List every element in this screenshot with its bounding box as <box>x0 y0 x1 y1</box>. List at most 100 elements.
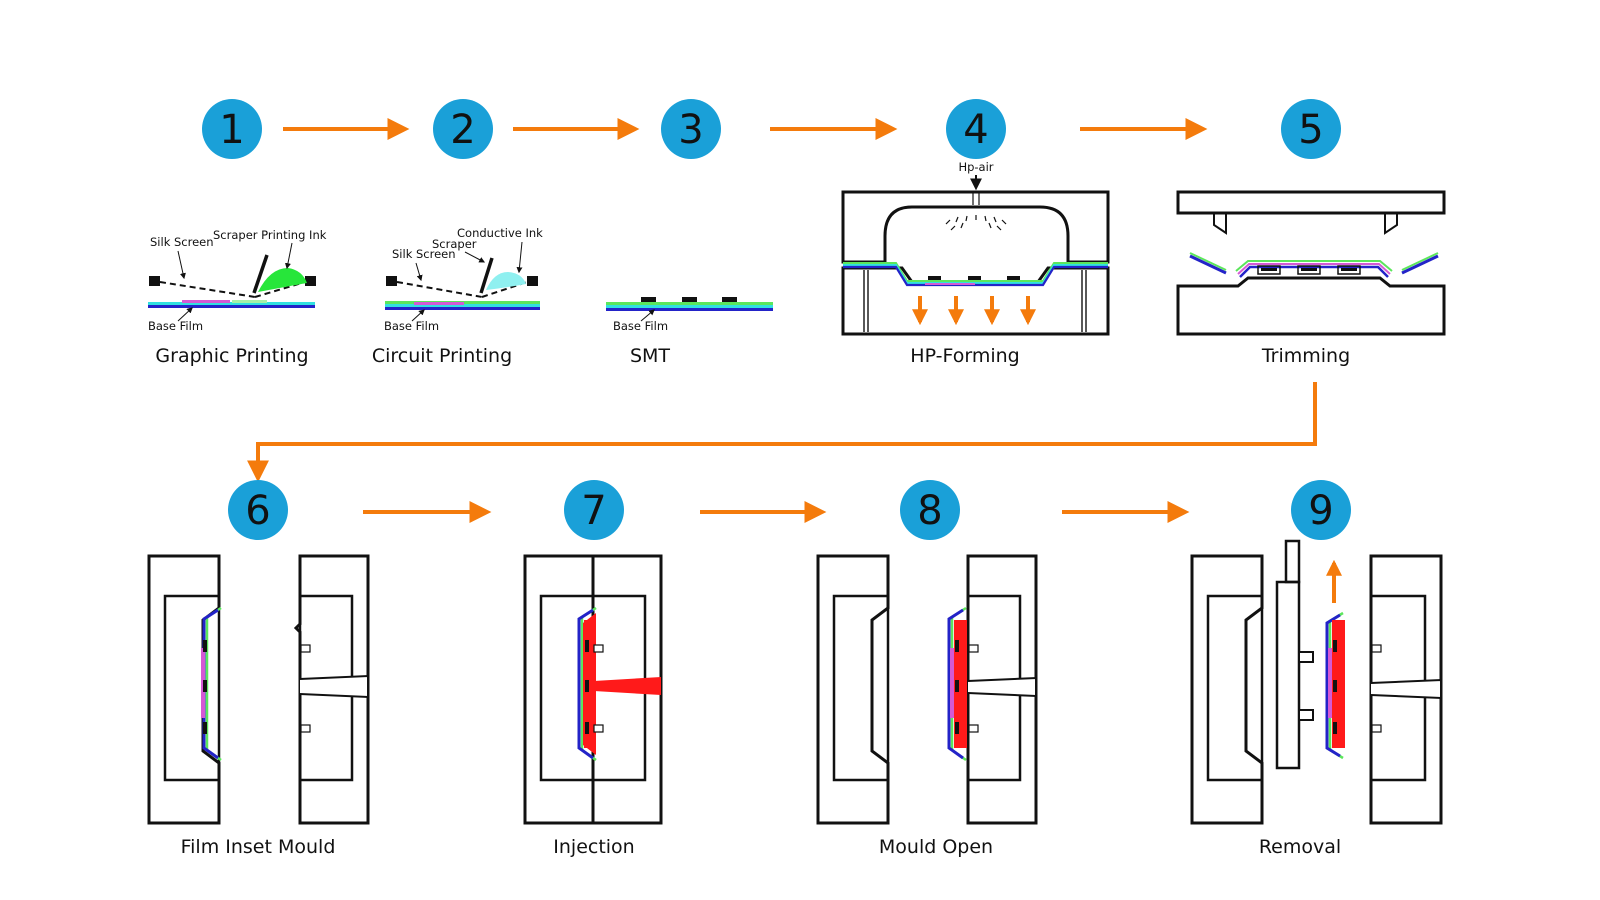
robot-arm-rail <box>1284 539 1301 584</box>
trim-blade-right <box>1384 213 1398 235</box>
smt-component <box>682 297 697 302</box>
step-9-caption: Removal <box>1259 836 1341 858</box>
lower-die <box>1176 276 1446 336</box>
ejector-pin <box>968 644 979 653</box>
smt-component <box>203 640 207 652</box>
step-8-badge: 8 <box>900 480 960 540</box>
leader-silk-screen <box>415 262 423 282</box>
scraper-blade <box>479 257 494 294</box>
printing-ink-blob <box>258 268 307 292</box>
step-7-illustration: Injection <box>523 554 663 858</box>
step-6-badge: 6 <box>228 480 288 540</box>
leader-scraper <box>464 251 486 263</box>
step-6-circle <box>228 480 288 540</box>
step-circles: 1 2 3 4 5 6 7 8 9 <box>202 99 1351 540</box>
gripper-suction <box>1298 651 1314 663</box>
moulded-graphic-ink <box>950 648 954 718</box>
step-5-caption: Trimming <box>1261 345 1350 367</box>
silk-screen-line-right <box>481 281 528 298</box>
smt-component <box>641 297 656 302</box>
leader-printing-ink <box>284 242 293 270</box>
ejector-pin <box>1371 644 1382 653</box>
step-7-number: 7 <box>581 488 606 534</box>
step-1-badge: 1 <box>202 99 262 159</box>
step-5-circle <box>1281 99 1341 159</box>
ejector-pin <box>1371 724 1382 733</box>
smt-component <box>968 276 981 280</box>
base-film-layers <box>385 301 540 310</box>
arrow-5-to-6 <box>247 382 1317 483</box>
smt-component <box>203 722 207 734</box>
ejector-pin <box>593 644 604 653</box>
smt-component <box>585 722 589 734</box>
screen-frame-left <box>386 276 397 286</box>
label-silk-screen: Silk Screen <box>392 247 456 261</box>
label-base-film: Base Film <box>384 319 439 333</box>
leader-base-film <box>640 309 655 322</box>
mould-half-fixed <box>147 554 221 825</box>
upper-press-plate <box>1176 190 1446 215</box>
step-1-caption: Graphic Printing <box>155 345 308 367</box>
step-5-badge: 5 <box>1281 99 1341 159</box>
step-9-badge: 9 <box>1291 480 1351 540</box>
trimmed-part <box>1237 263 1391 275</box>
label-silk-screen: Silk Screen <box>150 235 214 249</box>
trim-blade-left <box>1213 213 1227 235</box>
trimmed-scrap-left <box>1189 252 1227 275</box>
step-1-circle <box>202 99 262 159</box>
step-9-illustration: Removal <box>1190 539 1443 858</box>
upper-mold <box>841 190 1110 264</box>
step-4-badge: 4 <box>946 99 1006 159</box>
moulded-part <box>947 608 964 760</box>
step-6-number: 6 <box>245 488 270 534</box>
step-3-number: 3 <box>678 107 703 153</box>
smt-component <box>585 680 589 692</box>
cavity-outline <box>163 594 221 782</box>
sprue <box>967 676 1037 698</box>
smt-component <box>1007 276 1020 280</box>
mould-half-fixed <box>1190 554 1264 825</box>
screen-frame-right <box>305 276 316 286</box>
trimmed-part <box>1239 265 1389 278</box>
step-1-number: 1 <box>219 107 244 153</box>
smt-component <box>1333 722 1337 734</box>
step-9-number: 9 <box>1308 488 1333 534</box>
step-4-caption: HP-Forming <box>910 345 1019 367</box>
step-5-illustration: Trimming <box>1176 190 1446 367</box>
step-6-illustration: Film Inset Mould <box>147 554 370 858</box>
smt-component <box>1333 640 1337 652</box>
step-3-caption: SMT <box>630 345 670 367</box>
smt-component <box>722 297 737 302</box>
step-3-badge: 3 <box>661 99 721 159</box>
resin-flow-sprue <box>594 677 661 695</box>
label-conductive-ink: Conductive Ink <box>457 226 543 240</box>
step-7-badge: 7 <box>564 480 624 540</box>
removed-part <box>1325 613 1341 758</box>
trimmed-part <box>1235 260 1393 272</box>
trimmed-scrap-right <box>1401 252 1439 275</box>
leader-conductive-ink <box>516 241 523 274</box>
step-7-caption: Injection <box>553 836 634 858</box>
leader-silk-screen <box>177 250 186 280</box>
smt-component <box>203 680 207 692</box>
graphic-ink-magenta <box>182 300 230 303</box>
leader-base-film <box>411 309 425 322</box>
leader-base-film <box>177 307 193 322</box>
scraper-blade <box>252 254 269 294</box>
robot-gripper-plate <box>1275 580 1301 770</box>
step-4-number: 4 <box>963 107 988 153</box>
silk-screen-line <box>396 281 483 298</box>
gripper-suction <box>1298 709 1314 721</box>
step-3-illustration: Base Film SMT <box>606 297 773 367</box>
step-8-circle <box>900 480 960 540</box>
graphic-ink-green <box>232 300 267 303</box>
label-base-film: Base Film <box>613 319 668 333</box>
ejector-pin <box>300 724 311 733</box>
conductive-ink-blob <box>486 272 526 290</box>
smt-component <box>955 680 959 692</box>
mould-half-fixed <box>816 554 890 825</box>
smt-components <box>1257 265 1361 275</box>
smt-component <box>928 276 941 280</box>
vacuum-arrows <box>912 296 1036 326</box>
